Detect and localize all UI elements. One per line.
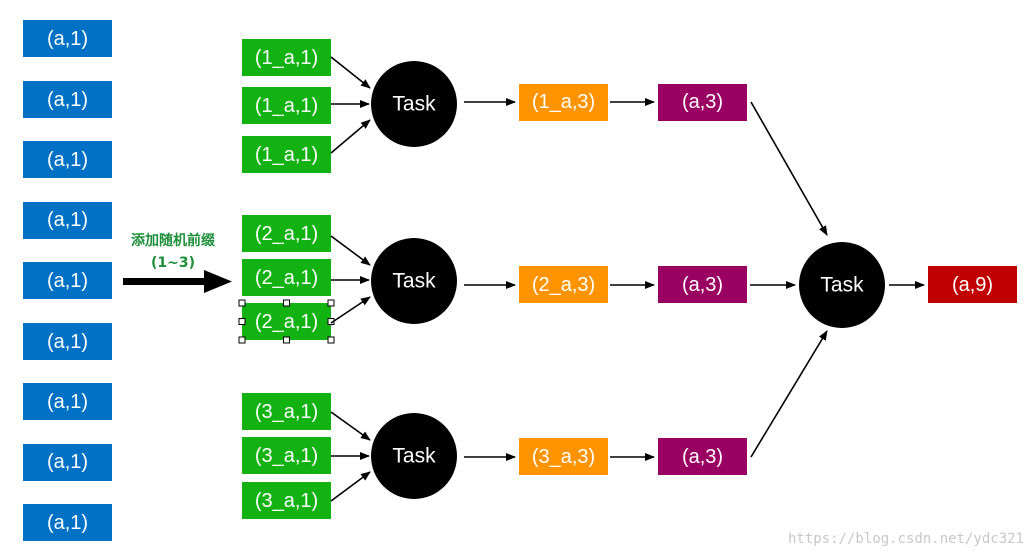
- input-record-label: (a,1): [47, 209, 88, 231]
- result-label: (a,9): [952, 274, 993, 296]
- group-1: (1_a,1) (1_a,1) (1_a,1) Task (1_a,3) (a,…: [242, 39, 747, 173]
- input-record-box: [23, 20, 112, 57]
- input-record-box: [23, 141, 112, 178]
- prefixed-record-label: (3_a,1): [255, 445, 318, 467]
- arrow: [330, 471, 371, 502]
- input-record-label: (a,1): [47, 331, 88, 353]
- stripped-aggregate-box: [658, 438, 747, 475]
- task-label: Task: [392, 270, 436, 293]
- partial-aggregate-label: (2_a,3): [532, 274, 595, 296]
- arrow: [330, 119, 371, 154]
- input-record-label: (a,1): [47, 451, 88, 473]
- partial-aggregate-box: [519, 84, 608, 121]
- input-record-box: [23, 444, 112, 481]
- task-label: Task: [392, 93, 436, 116]
- input-record: (a,1): [23, 504, 112, 541]
- partial-aggregate-label: (1_a,3): [532, 91, 595, 113]
- task-node: [799, 242, 885, 328]
- prefixed-record-label: (2_a,1): [255, 223, 318, 245]
- task-node: [371, 413, 457, 499]
- prefixed-record-label: (2_a,1): [255, 311, 318, 333]
- partial-aggregate-box: [519, 438, 608, 475]
- input-record: (a,1): [23, 444, 112, 481]
- result-box: [928, 266, 1017, 303]
- input-record: (a,1): [23, 141, 112, 178]
- stripped-aggregate-label: (a,3): [682, 446, 723, 468]
- input-record-label: (a,1): [47, 512, 88, 534]
- input-record-box: [23, 202, 112, 239]
- input-record: (a,1): [23, 81, 112, 118]
- final-aggregation: Task (a,9): [750, 101, 1017, 458]
- input-record-box: [23, 383, 112, 420]
- input-record-label: (a,1): [47, 391, 88, 413]
- resize-handle[interactable]: [327, 336, 335, 344]
- prefixed-record-box: [242, 39, 331, 76]
- input-record-label: (a,1): [47, 89, 88, 111]
- prefixed-record-box: [242, 303, 331, 340]
- task-node: [371, 61, 457, 147]
- resize-handle[interactable]: [327, 299, 335, 307]
- prefixed-record-box: [242, 259, 331, 296]
- input-record-label: (a,1): [47, 270, 88, 292]
- prefixed-record-label: (1_a,1): [255, 47, 318, 69]
- input-record: (a,1): [23, 262, 112, 299]
- selection-handles[interactable]: [238, 299, 335, 344]
- task-label: Task: [820, 274, 864, 297]
- arrow: [750, 101, 828, 236]
- prefixed-record-box: [242, 87, 331, 124]
- arrow: [330, 56, 371, 89]
- prefixed-record-box: [242, 136, 331, 173]
- prefixed-record-label: (3_a,1): [255, 490, 318, 512]
- prefixed-record-label: (2_a,1): [255, 267, 318, 289]
- input-record-box: [23, 262, 112, 299]
- stripped-aggregate-box: [658, 84, 747, 121]
- arrow: [330, 296, 371, 324]
- input-record-label: (a,1): [47, 149, 88, 171]
- input-record: (a,1): [23, 323, 112, 360]
- input-record-box: [23, 504, 112, 541]
- arrow: [750, 330, 828, 458]
- resize-handle[interactable]: [283, 299, 290, 307]
- prefixed-record-label: (1_a,1): [255, 144, 318, 166]
- prefixed-record-label: (1_a,1): [255, 95, 318, 117]
- arrow: [330, 235, 371, 266]
- input-record-box: [23, 81, 112, 118]
- prefixed-record-box: [242, 393, 331, 430]
- prefix-arrow-shaft: [123, 278, 207, 285]
- task-label: Task: [392, 445, 436, 468]
- group-2: (2_a,1) (2_a,1) (2_a,1) Task (2_a,3) (a,…: [238, 215, 747, 344]
- input-record: (a,1): [23, 383, 112, 420]
- prefix-arrow-head: [204, 270, 232, 293]
- partial-aggregate-label: (3_a,3): [532, 446, 595, 468]
- partial-aggregate-box: [519, 266, 608, 303]
- prefixed-record-box: [242, 437, 331, 474]
- input-record: (a,1): [23, 202, 112, 239]
- group-3: (3_a,1) (3_a,1) (3_a,1) Task (3_a,3) (a,…: [242, 393, 747, 519]
- input-record-box: [23, 323, 112, 360]
- input-column: (a,1) (a,1) (a,1) (a,1) (a,1) (a,1) (a,1…: [23, 20, 112, 541]
- resize-handle[interactable]: [283, 336, 290, 344]
- prefix-range-label: (1~3): [151, 255, 195, 271]
- watermark: https://blog.csdn.net/ydc321: [788, 531, 1024, 547]
- resize-handle[interactable]: [238, 318, 246, 325]
- prefix-caption: 添加随机前缀: [131, 232, 216, 249]
- prefix-arrow: 添加随机前缀 (1~3): [123, 232, 232, 293]
- stripped-aggregate-box: [658, 266, 747, 303]
- input-record: (a,1): [23, 20, 112, 57]
- resize-handle[interactable]: [238, 336, 246, 344]
- prefixed-record-label: (3_a,1): [255, 401, 318, 423]
- stripped-aggregate-label: (a,3): [682, 91, 723, 113]
- prefixed-record-box: [242, 482, 331, 519]
- input-record-label: (a,1): [47, 28, 88, 50]
- task-node: [371, 238, 457, 324]
- prefixed-record-box: [242, 215, 331, 252]
- resize-handle[interactable]: [238, 299, 246, 307]
- arrow: [330, 411, 371, 441]
- stripped-aggregate-label: (a,3): [682, 274, 723, 296]
